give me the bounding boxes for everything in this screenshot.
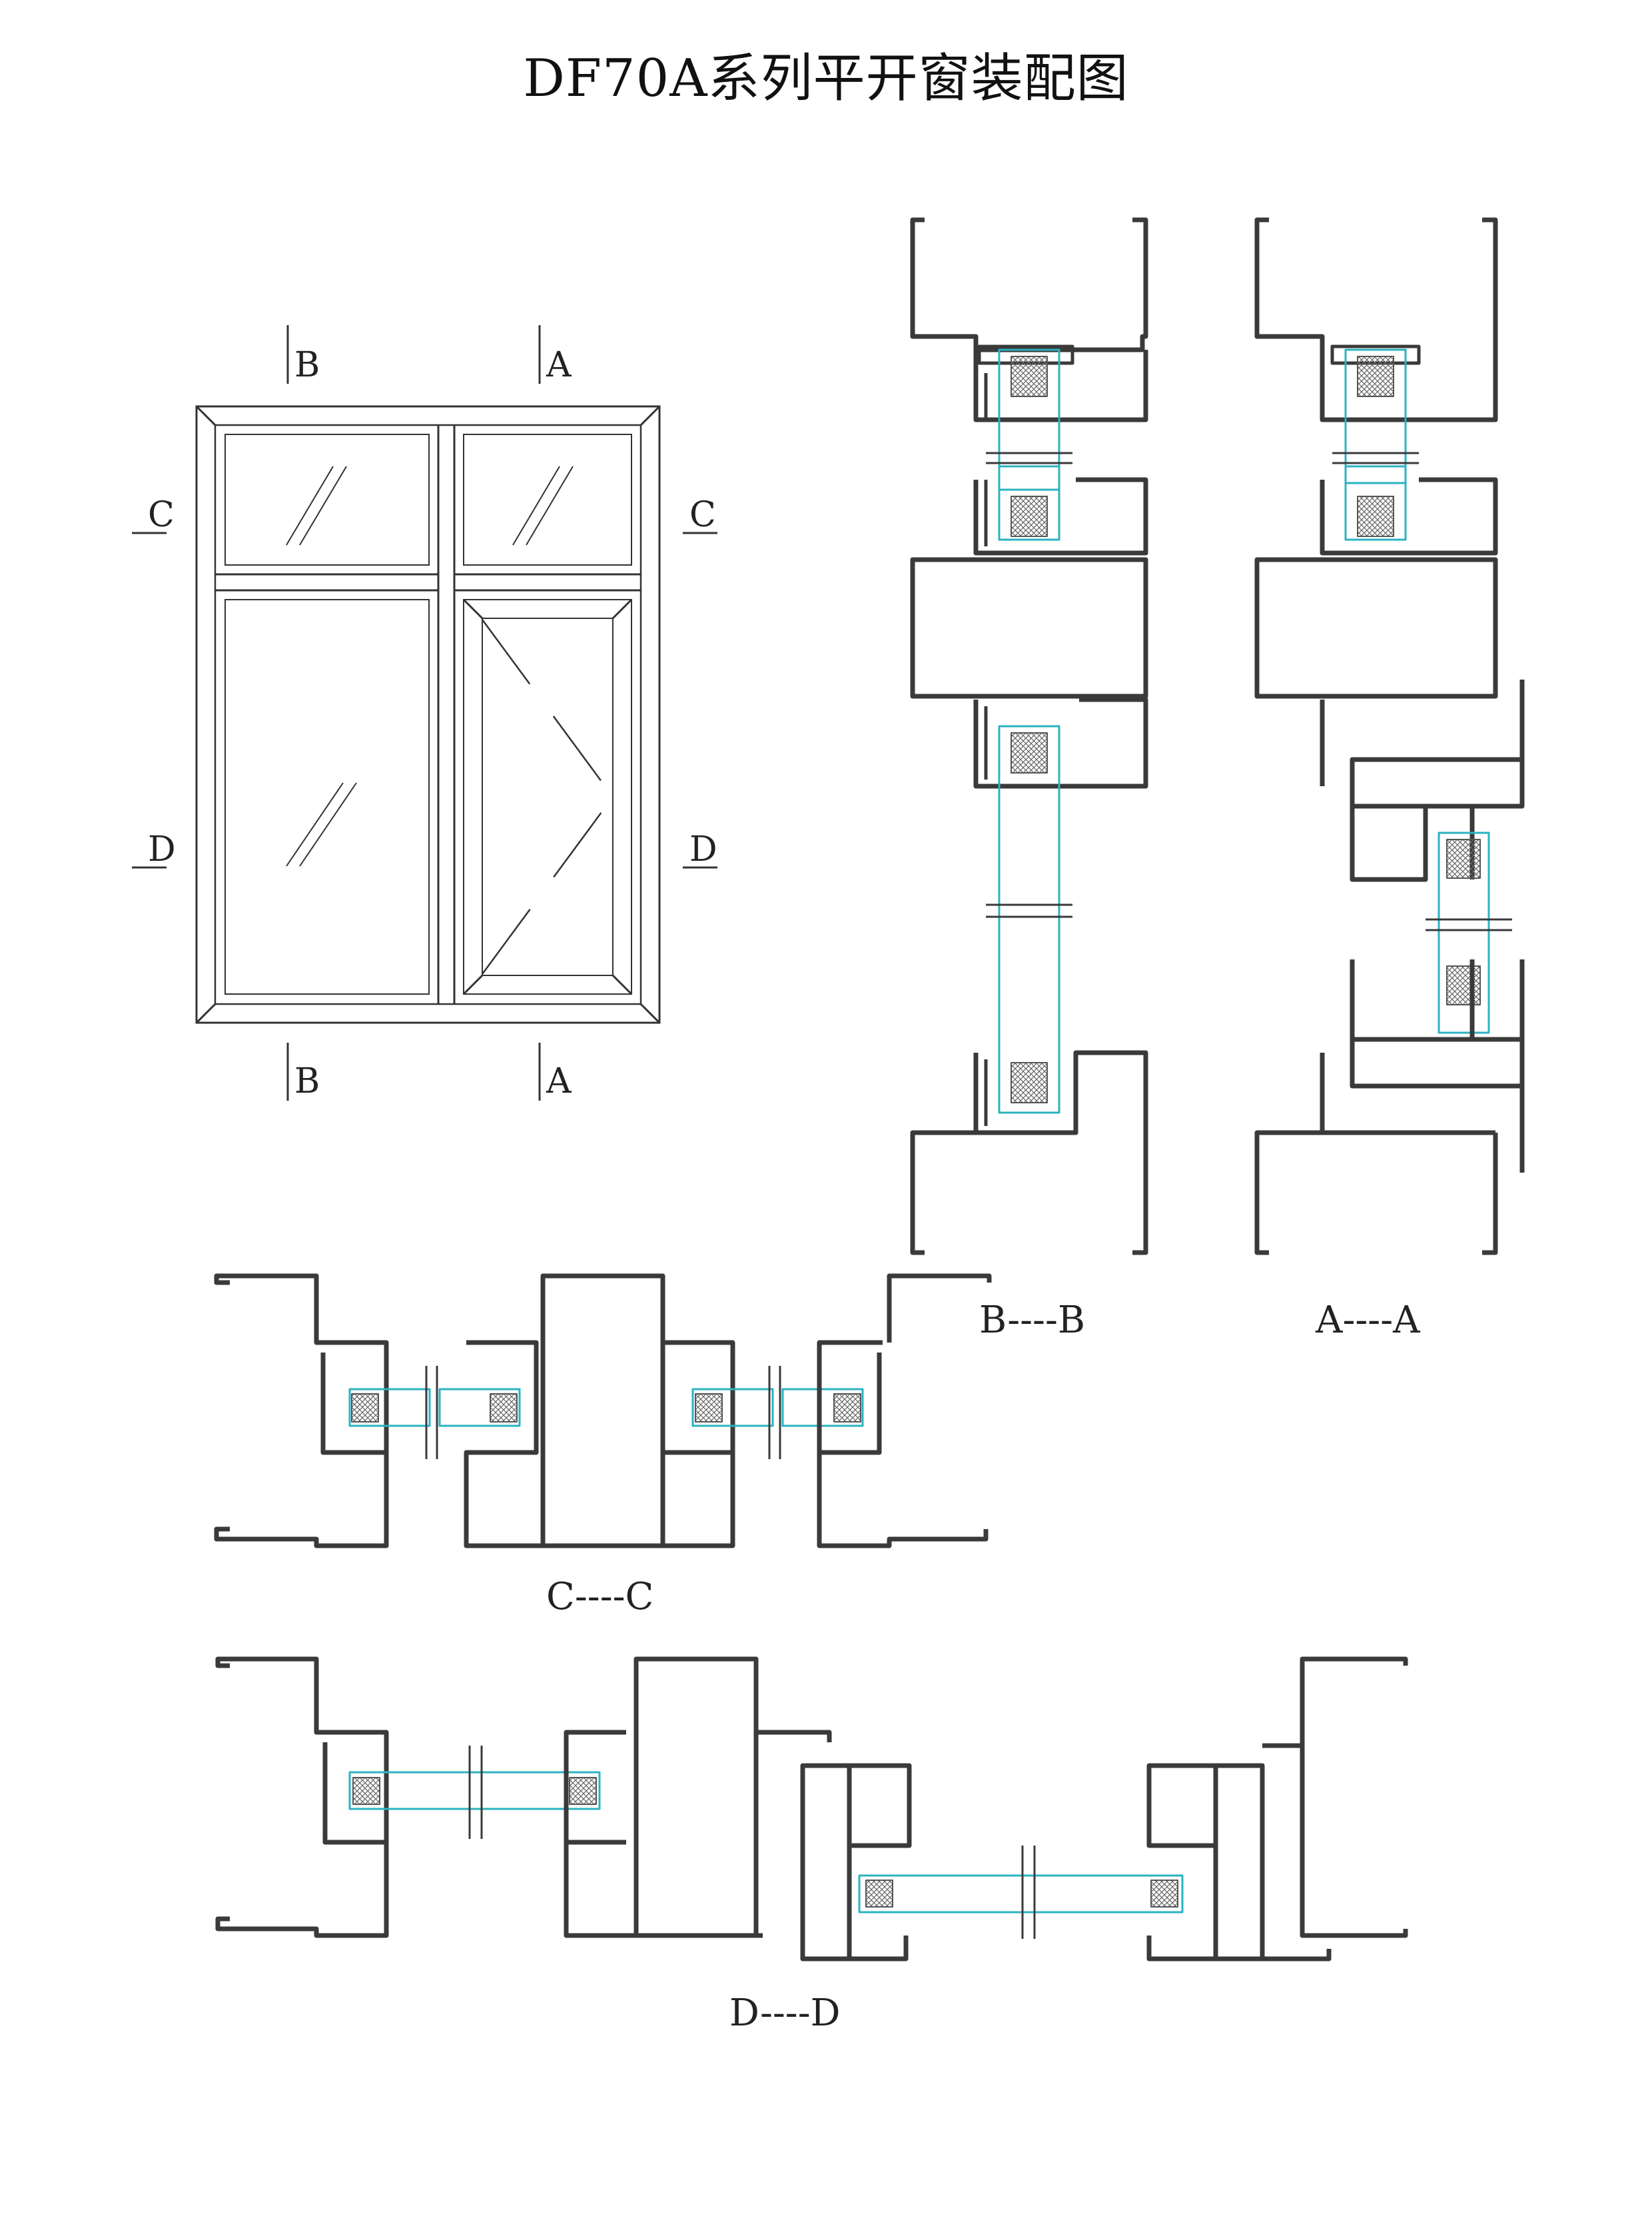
window-elevation bbox=[132, 325, 717, 1101]
section-aa bbox=[1254, 217, 1525, 1255]
section-cc bbox=[214, 1273, 992, 1548]
caption-aa: A----A bbox=[1315, 1299, 1420, 1342]
marker-b-bottom: B bbox=[294, 1061, 320, 1101]
marker-d-right: D bbox=[689, 830, 717, 869]
caption-dd: D----D bbox=[729, 1991, 841, 2035]
drawing-title: DF70A系列平开窗装配图 bbox=[523, 49, 1129, 109]
marker-a-top: A bbox=[546, 345, 572, 385]
caption-bb: B----B bbox=[979, 1299, 1085, 1342]
caption-cc: C----C bbox=[546, 1575, 653, 1618]
marker-c-left: C bbox=[148, 495, 175, 535]
marker-b-top: B bbox=[294, 345, 320, 385]
marker-d-left: D bbox=[148, 830, 176, 869]
section-bb bbox=[910, 217, 1148, 1255]
marker-c-right: C bbox=[689, 495, 716, 535]
section-dd bbox=[215, 1656, 1408, 1961]
marker-a-bottom: A bbox=[546, 1061, 572, 1101]
